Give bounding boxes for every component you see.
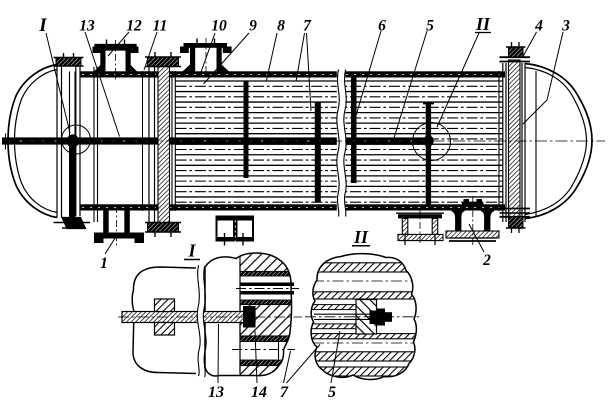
svg-text:14: 14 <box>251 384 267 401</box>
svg-text:6: 6 <box>378 18 386 35</box>
svg-text:II: II <box>353 227 369 247</box>
svg-text:4: 4 <box>534 18 543 35</box>
svg-text:7: 7 <box>303 18 312 35</box>
svg-text:11: 11 <box>153 18 168 35</box>
svg-text:8: 8 <box>277 18 285 35</box>
svg-text:12: 12 <box>126 18 142 35</box>
svg-text:10: 10 <box>211 18 227 35</box>
svg-text:13: 13 <box>79 18 95 35</box>
svg-text:1: 1 <box>100 255 108 272</box>
svg-text:9: 9 <box>249 18 257 35</box>
svg-text:13: 13 <box>208 384 224 401</box>
svg-text:3: 3 <box>561 18 570 35</box>
svg-text:2: 2 <box>482 252 491 269</box>
svg-text:I: I <box>38 15 47 36</box>
svg-text:II: II <box>475 14 491 34</box>
svg-text:5: 5 <box>426 18 434 35</box>
svg-text:5: 5 <box>328 384 336 401</box>
svg-text:I: I <box>187 241 196 261</box>
svg-text:7: 7 <box>280 384 289 401</box>
